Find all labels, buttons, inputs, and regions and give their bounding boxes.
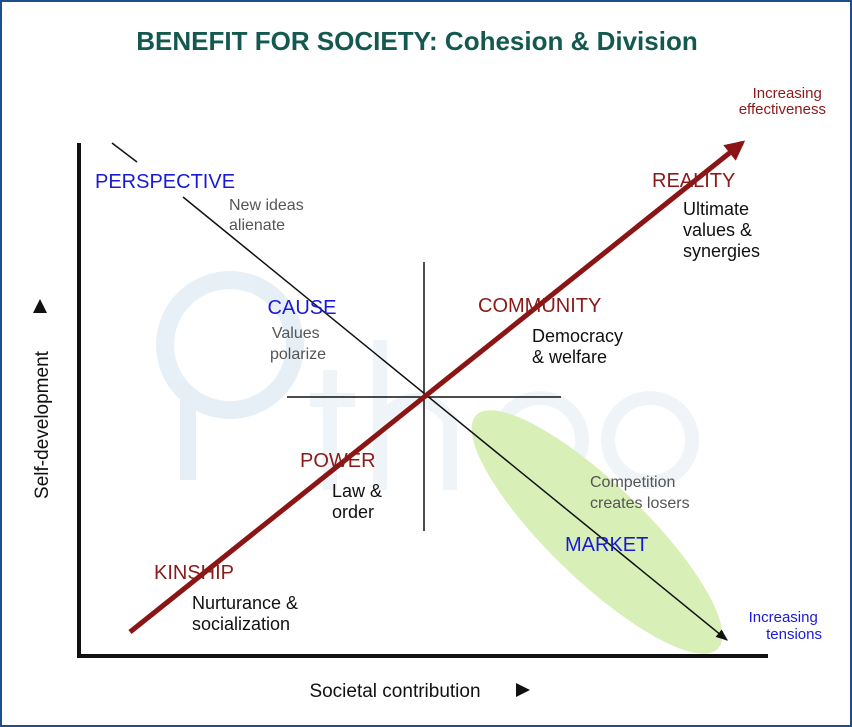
tension-arrow [182, 196, 728, 641]
x-axis-label: Societal contribution [309, 681, 480, 702]
stage-kinship-name: KINSHIP [154, 562, 234, 584]
stage-market-name: MARKET [565, 534, 648, 556]
y-axis-arrow-icon [33, 299, 47, 313]
stage-power-desc: Law & order [332, 481, 387, 522]
stage-perspective-desc: New ideas alienate [229, 197, 308, 234]
stage-kinship-desc: Nurturance & socialization [192, 593, 303, 634]
tension-arrow-start [111, 142, 138, 163]
stage-cause-name: CAUSE [268, 297, 337, 319]
stage-reality-name: REALITY [652, 170, 735, 192]
tensions-label: Increasing tensions [749, 609, 822, 643]
stage-community-desc: Democracy & welfare [532, 326, 628, 367]
effectiveness-arrow [128, 140, 746, 634]
market-ellipse [471, 410, 723, 654]
effectiveness-label: Increasing effectiveness [739, 85, 826, 118]
stage-power-name: POWER [300, 450, 376, 472]
stage-perspective-name: PERSPECTIVE [95, 171, 235, 193]
stage-community-name: COMMUNITY [478, 295, 601, 317]
diagram-title: BENEFIT FOR SOCIETY: Cohesion & Division [136, 26, 697, 56]
watermark-logo [156, 271, 699, 490]
y-axis-label: Self-development [32, 350, 53, 499]
x-axis-arrow-icon [516, 683, 530, 697]
stage-market-desc: Competition creates losers [590, 474, 690, 512]
axes-lines [77, 143, 768, 658]
stage-cause-desc: Values polarize [270, 325, 326, 363]
stage-reality-desc: Ultimate values & synergies [683, 199, 760, 261]
